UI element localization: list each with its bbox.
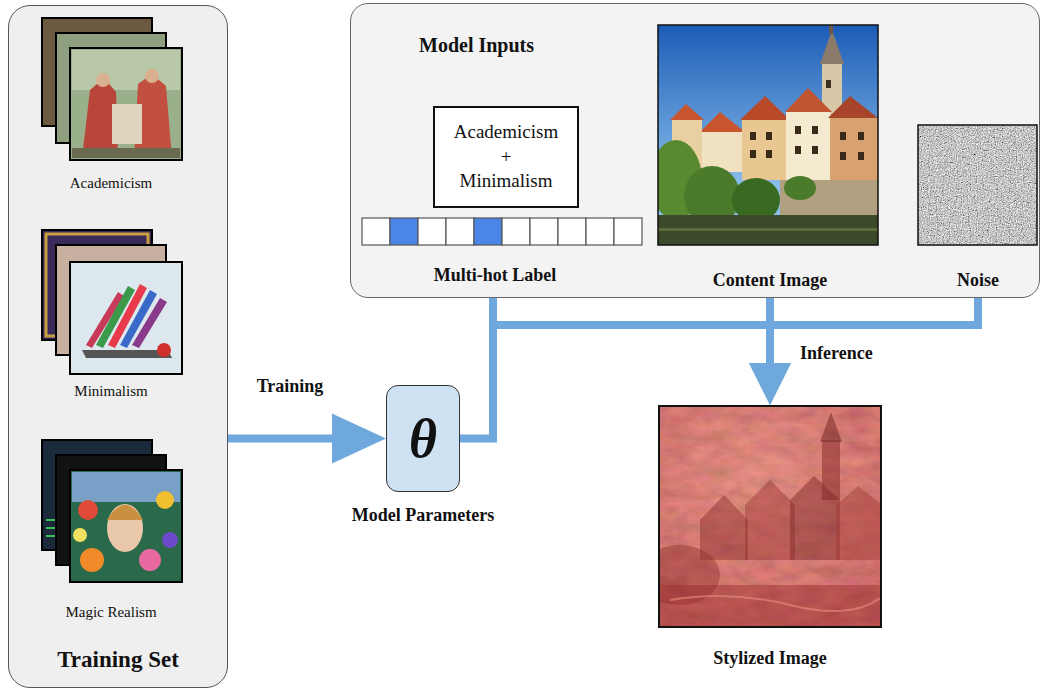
style-caption: Minimalism <box>74 383 147 400</box>
input-caption: Content Image <box>713 270 828 291</box>
arrow-head <box>332 414 386 464</box>
flow-arrow <box>228 435 336 443</box>
image-caption: Stylized Image <box>713 648 826 669</box>
multi-hot-bar <box>362 218 642 245</box>
bus-wire <box>489 298 497 325</box>
panel-title: Model Inputs <box>419 34 534 57</box>
panel-ground <box>351 4 1040 298</box>
flow-arrow <box>766 298 774 367</box>
artwork-stack <box>42 230 182 374</box>
style-caption: Magic Realism <box>65 604 156 621</box>
edge-label: Inference <box>800 343 873 364</box>
panel-title: Training Set <box>9 647 227 673</box>
input-caption: Multi-hot Label <box>434 265 557 286</box>
image-frame: Stylized Image <box>658 405 882 628</box>
arrow-head <box>749 363 791 405</box>
content-photo <box>658 25 878 245</box>
noise-image <box>918 125 1037 245</box>
box-label: Academicism + Minimalism <box>454 120 558 194</box>
panel-ground <box>9 6 228 688</box>
input-caption: Noise <box>957 270 999 291</box>
stylized-painting <box>658 405 882 628</box>
flow-arrow <box>460 325 770 439</box>
panel: Model InputsAcademicism + Minimalism <box>350 3 1040 298</box>
style-caption: Academicism <box>70 175 152 192</box>
label-box: Academicism + Minimalism <box>433 106 579 208</box>
bus-wire <box>770 298 978 325</box>
artwork-stack <box>42 440 182 582</box>
panel: Training Set <box>8 5 228 688</box>
artwork-stack <box>42 18 182 160</box>
parameter-box: θModel Parameters <box>386 385 460 492</box>
box-caption: Model Parameters <box>352 505 494 526</box>
edge-label: Training <box>257 376 324 397</box>
arrow-head <box>749 363 791 405</box>
theta-symbol: θ <box>409 412 437 466</box>
